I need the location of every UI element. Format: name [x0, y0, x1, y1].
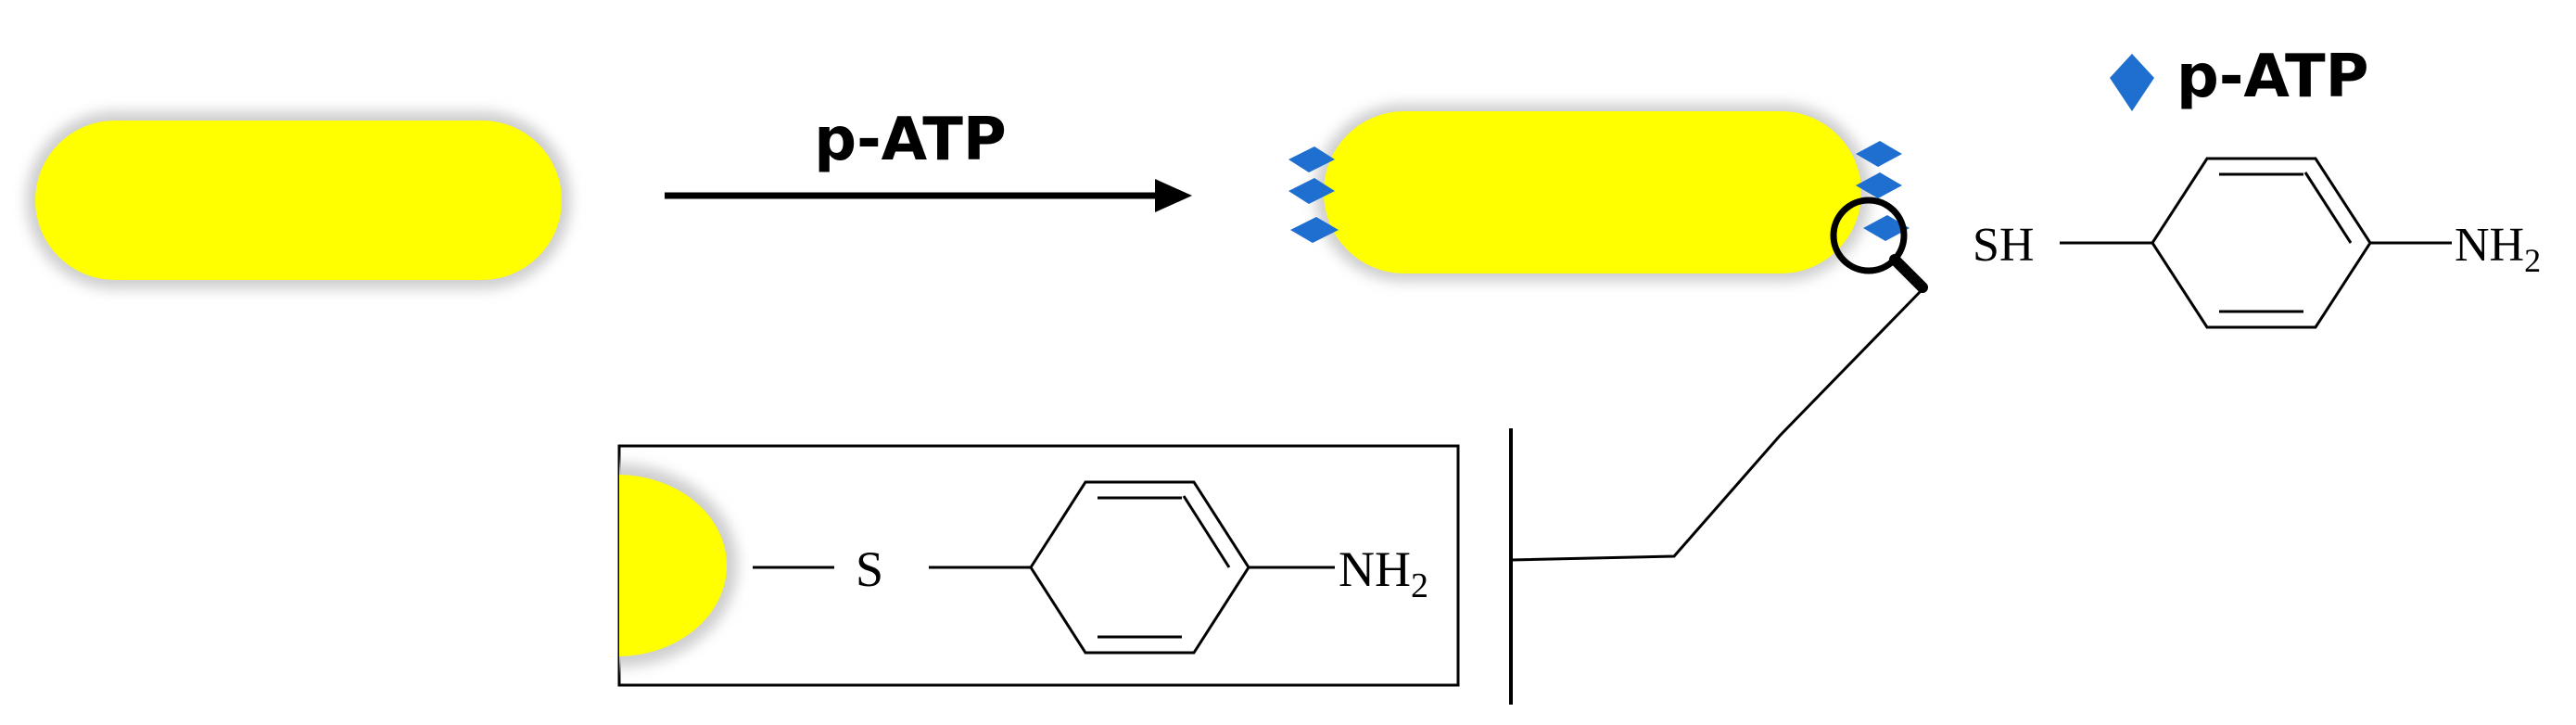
reaction-arrow: [665, 179, 1192, 212]
amine-group-label: NH2: [2455, 219, 2541, 279]
gold-nanorod-functionalized: [1314, 104, 1871, 282]
benzene-ring: [2151, 157, 2372, 329]
legend: p-ATP: [2110, 43, 2369, 111]
zoom-inset: S NH2: [617, 444, 1460, 687]
legend-label: p-ATP: [2176, 43, 2369, 111]
ligand-marker: [1290, 217, 1339, 243]
sulfur-atom-label: S: [856, 541, 883, 597]
ligand-marker: [1856, 141, 1902, 167]
nanorod-tip: [619, 475, 727, 656]
ligand-marker: [1288, 178, 1335, 204]
inset-amine-label: NH2: [1339, 541, 1428, 605]
ligand-marker: [1856, 172, 1902, 198]
reaction-arrow-label: p-ATP: [814, 106, 1007, 174]
thiol-group-label: SH: [1973, 219, 2034, 272]
gold-nanorod-bare: [26, 111, 571, 289]
zoom-connector-line: [1510, 287, 1924, 562]
magnifier-icon: [1830, 197, 1928, 293]
legend-marker: [2110, 54, 2154, 111]
inset-frame: [617, 444, 1460, 687]
ligand-markers-left: [1288, 146, 1339, 243]
p-atp-structure: SH NH2: [1973, 157, 2541, 329]
ligand-marker: [1288, 146, 1335, 172]
